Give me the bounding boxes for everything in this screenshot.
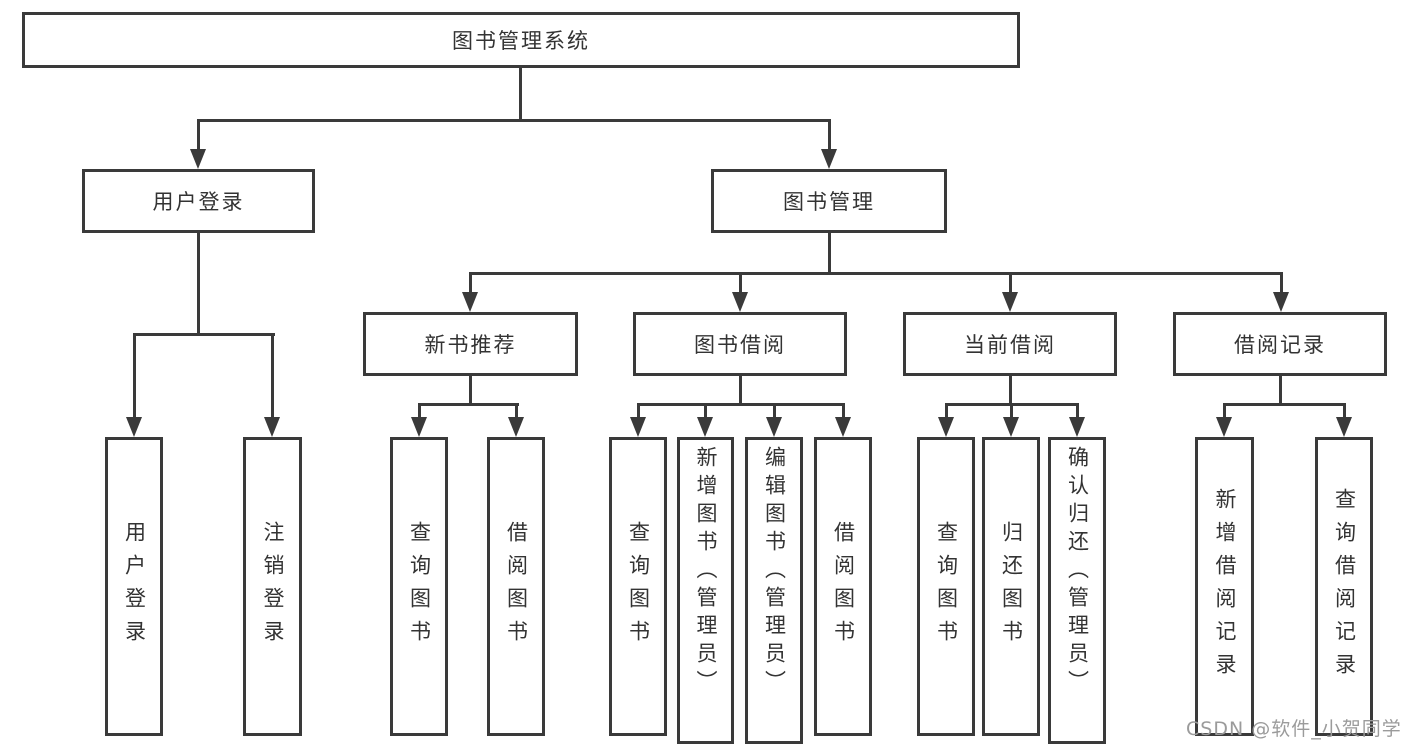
connector [773, 403, 776, 419]
connector [469, 376, 472, 406]
leaf-label: 查询借阅记录 [1332, 487, 1357, 686]
connector [1280, 272, 1283, 294]
leaf-query-books-recommend: 查询图书 [390, 437, 448, 736]
connector [1076, 403, 1079, 419]
leaf-add-borrow-record: 新增借阅记录 [1195, 437, 1254, 736]
connector [133, 333, 275, 336]
connector [1223, 403, 1226, 419]
connector [133, 333, 136, 417]
connector [828, 233, 831, 275]
leaf-label: 注销登录 [261, 520, 285, 653]
leaf-confirm-return-admin: 确认归还（管理员） [1048, 437, 1106, 744]
connector [739, 272, 742, 294]
arrow-down-icon [1002, 292, 1018, 312]
connector [637, 403, 640, 419]
connector [197, 233, 200, 336]
arrow-down-icon [821, 149, 837, 169]
arrow-down-icon [697, 417, 713, 437]
connector [197, 119, 200, 151]
connector [739, 376, 742, 406]
leaf-label: 查询图书 [934, 520, 959, 653]
connector [1343, 403, 1346, 419]
node-new-book-recommendation: 新书推荐 [363, 312, 578, 376]
leaf-label: 确认归还（管理员） [1065, 446, 1090, 698]
arrow-down-icon [835, 417, 851, 437]
arrow-down-icon [938, 417, 954, 437]
connector [842, 403, 845, 419]
arrow-down-icon [1273, 292, 1289, 312]
connector [637, 403, 845, 406]
connector [469, 272, 472, 294]
connector [828, 119, 831, 151]
arrow-down-icon [1216, 417, 1232, 437]
csdn-watermark: CSDN @软件_小贺同学 [1186, 718, 1402, 740]
leaf-label: 新增借阅记录 [1213, 487, 1237, 686]
arrow-down-icon [1069, 417, 1085, 437]
leaf-return-book: 归还图书 [982, 437, 1040, 736]
connector [197, 119, 831, 122]
arrow-down-icon [732, 292, 748, 312]
node-book-management: 图书管理 [711, 169, 947, 233]
arrow-down-icon [126, 417, 142, 437]
arrow-down-icon [264, 417, 280, 437]
connector [271, 333, 274, 417]
arrow-down-icon [190, 149, 206, 169]
arrow-down-icon [1336, 417, 1352, 437]
leaf-label: 编辑图书（管理员） [762, 446, 787, 698]
leaf-query-books-borrowing: 查询图书 [609, 437, 667, 736]
connector [1010, 403, 1013, 419]
leaf-label: 查询图书 [407, 520, 432, 653]
leaf-borrow-books-recommend: 借阅图书 [487, 437, 545, 736]
leaf-edit-book-admin: 编辑图书（管理员） [745, 437, 803, 744]
node-user-login: 用户登录 [82, 169, 315, 233]
connector [1009, 376, 1012, 406]
connector [469, 272, 1283, 275]
connector [945, 403, 948, 419]
arrow-down-icon [1003, 417, 1019, 437]
connector [1279, 376, 1282, 406]
connector [418, 403, 421, 419]
arrow-down-icon [411, 417, 427, 437]
arrow-down-icon [462, 292, 478, 312]
arrow-down-icon [766, 417, 782, 437]
leaf-label: 用户登录 [122, 520, 147, 653]
connector [515, 403, 518, 419]
leaf-label: 新增图书（管理员） [694, 446, 718, 698]
leaf-user-login: 用户登录 [105, 437, 163, 736]
leaf-logout: 注销登录 [243, 437, 302, 736]
arrow-down-icon [508, 417, 524, 437]
connector [704, 403, 707, 419]
leaf-add-book-admin: 新增图书（管理员） [677, 437, 734, 744]
connector [1223, 403, 1346, 406]
leaf-query-books-current: 查询图书 [917, 437, 975, 736]
connector [418, 403, 519, 406]
arrow-down-icon [630, 417, 646, 437]
node-book-borrowing: 图书借阅 [633, 312, 847, 376]
node-current-borrowing: 当前借阅 [903, 312, 1117, 376]
leaf-borrow-books-borrowing: 借阅图书 [814, 437, 872, 736]
leaf-label: 归还图书 [999, 520, 1024, 653]
connector [1009, 272, 1012, 294]
leaf-query-borrow-record: 查询借阅记录 [1315, 437, 1373, 736]
connector [519, 68, 522, 120]
leaf-label: 借阅图书 [831, 520, 856, 653]
leaf-label: 借阅图书 [504, 520, 529, 653]
node-library-management-system: 图书管理系统 [22, 12, 1020, 68]
node-borrowing-records: 借阅记录 [1173, 312, 1387, 376]
leaf-label: 查询图书 [626, 520, 651, 653]
